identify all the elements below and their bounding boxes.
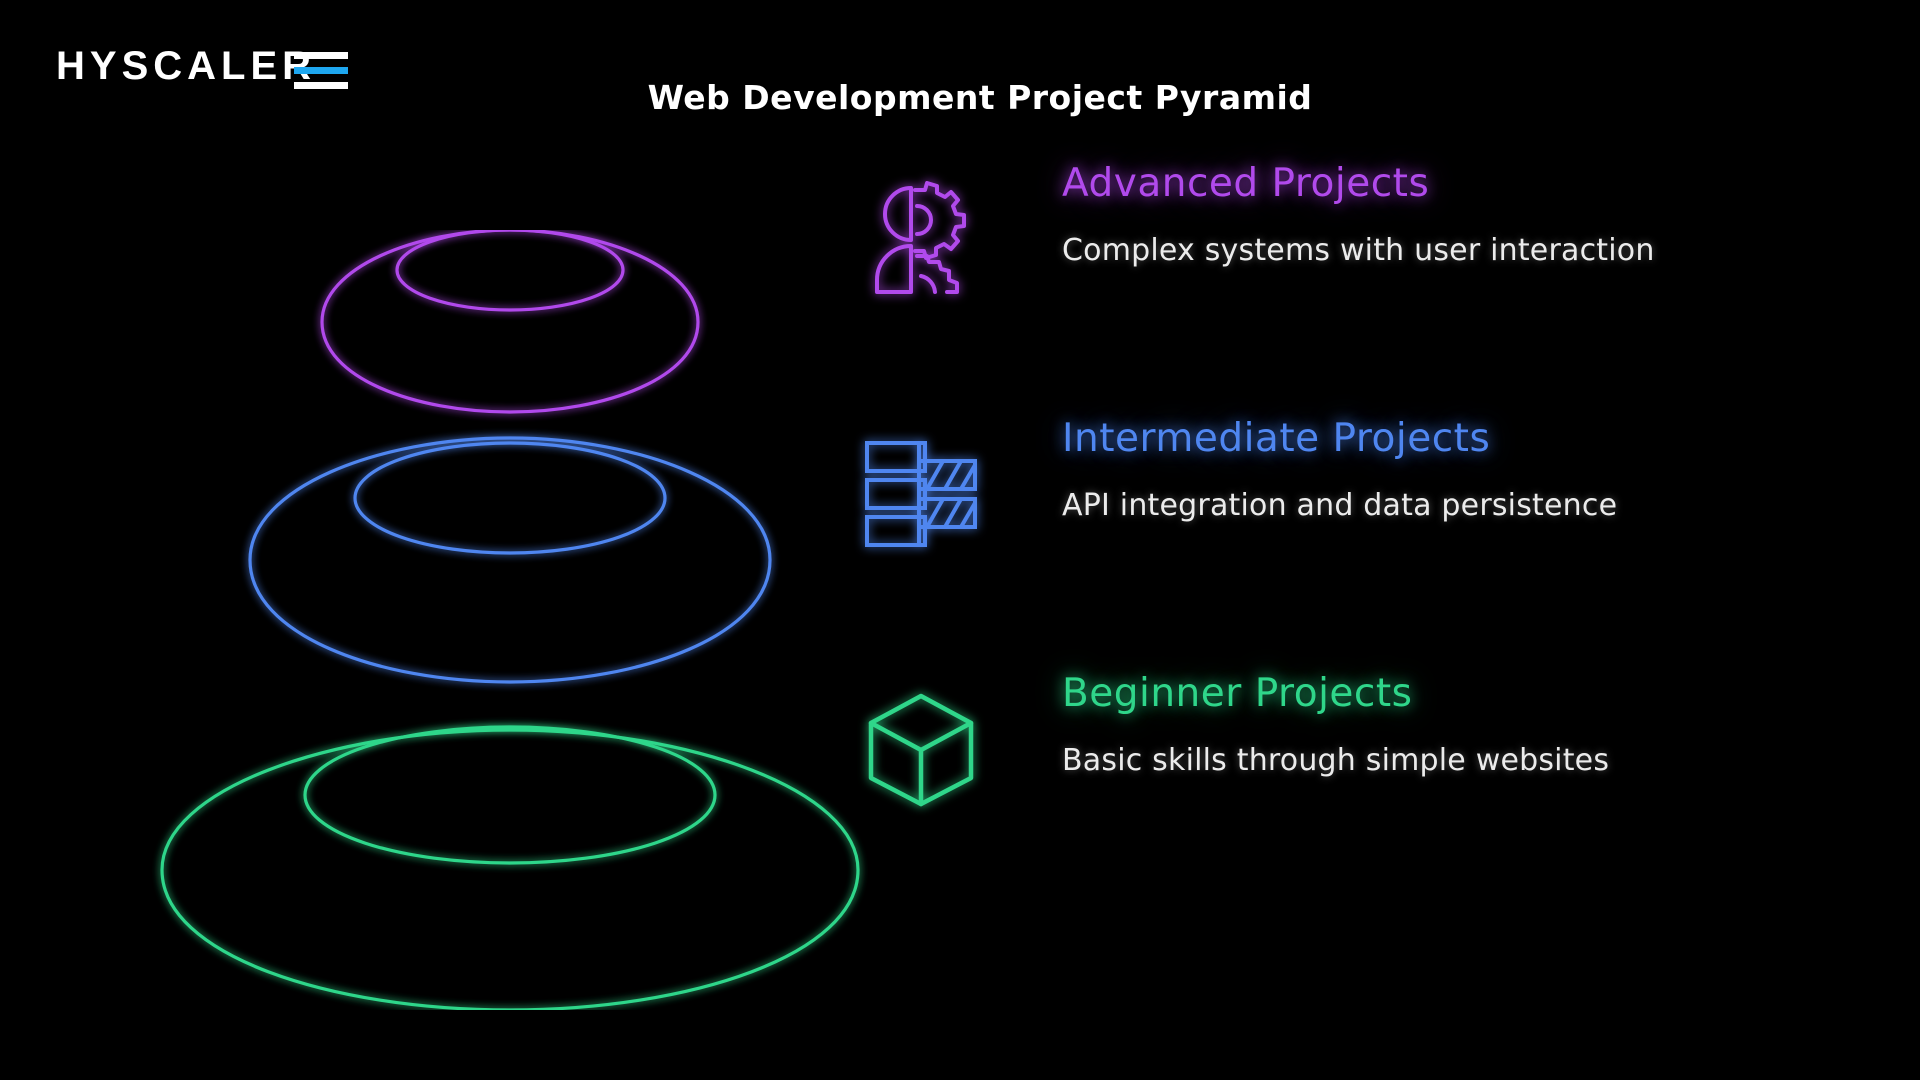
level-row-advanced[interactable]: Advanced Projects Complex systems with u… [856,150,1886,405]
logo-bar-accent-icon [294,67,348,74]
level-description-beginner: Basic skills through simple websites [1062,742,1610,778]
person-with-gear-icon [856,174,986,304]
level-text-intermediate: Intermediate Projects API integration an… [1062,415,1882,525]
logo-bar-top-icon [294,52,348,59]
level-description-intermediate: API integration and data persistence [1062,487,1618,523]
brand-wordmark: HYSCALER [56,44,348,89]
level-description-advanced: Complex systems with user interaction [1062,232,1655,268]
logo-bar-bottom-icon [294,82,348,89]
levels-list: Advanced Projects Complex systems with u… [856,150,1886,915]
level-title-advanced: Advanced Projects [1062,161,1430,206]
brand-logo: HYSCALER [56,42,348,90]
brand-name-text: HYSCALER [56,44,317,88]
page-title: Web Development Project Pyramid [647,78,1313,117]
pyramid-layer-advanced [320,230,700,414]
level-row-beginner[interactable]: Beginner Projects Basic skills through s… [856,660,1886,915]
pyramid-layer-beginner [160,725,860,1010]
cube-icon [856,684,986,814]
server-stack-icon [856,429,986,559]
pyramid-diagram [150,230,870,1010]
level-row-intermediate[interactable]: Intermediate Projects API integration an… [856,405,1886,660]
level-text-beginner: Beginner Projects Basic skills through s… [1062,670,1882,780]
pyramid-layer-intermediate [248,436,772,684]
level-title-beginner: Beginner Projects [1062,671,1413,716]
pyramid-svg [160,230,860,1010]
level-text-advanced: Advanced Projects Complex systems with u… [1062,160,1882,270]
level-title-intermediate: Intermediate Projects [1062,416,1491,461]
